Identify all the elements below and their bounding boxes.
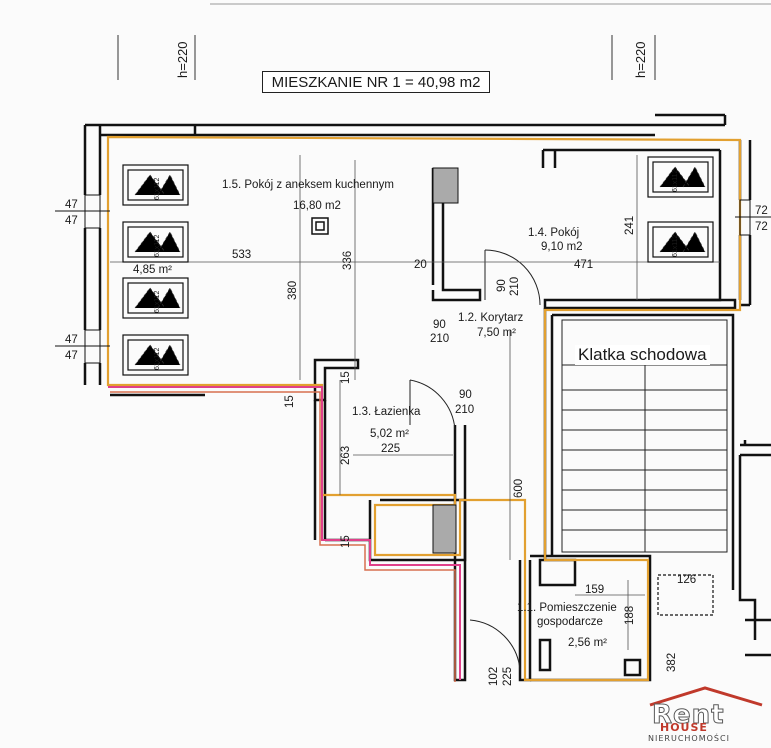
room-12-name: 1.2. Korytarz xyxy=(458,312,523,324)
dim-20: 20 xyxy=(414,259,427,271)
dim-47-a: 47 xyxy=(65,199,78,211)
room-15-name: 1.5. Pokój z aneksem kuchennym xyxy=(222,179,394,191)
dim-263: 263 xyxy=(340,446,352,465)
room-11-area: 2,56 m² xyxy=(568,637,607,649)
dim-336: 336 xyxy=(342,251,354,270)
dim-47-b: 47 xyxy=(65,215,78,227)
dim-15-b: 15 xyxy=(284,395,296,408)
dim-72-a: 72 xyxy=(755,205,768,217)
staircase-label: Klatka schodowa xyxy=(575,345,710,365)
window-label: 61x112 xyxy=(672,234,679,257)
room-11-name: 1.1. Pomieszczenie xyxy=(517,602,617,614)
dim-382: 382 xyxy=(666,653,678,672)
room-11-name2: gospodarcze xyxy=(537,616,603,628)
dim-210-b: 210 xyxy=(430,333,449,345)
window-label: 61x112 xyxy=(154,234,161,257)
dim-225-a: 225 xyxy=(381,443,400,455)
room-13-area: 5,02 m² xyxy=(370,428,409,440)
dim-15-a: 15 xyxy=(340,371,352,384)
window-label: 61x112 xyxy=(154,347,161,370)
dim-210-a: 210 xyxy=(509,277,521,296)
window-label: 61x112 xyxy=(154,290,161,313)
dim-225-b: 225 xyxy=(502,667,514,686)
dim-471: 471 xyxy=(574,259,593,271)
rent-house-logo: Rent HOUSE NIERUCHOMOŚCI xyxy=(648,690,768,745)
room-14-name: 1.4. Pokój xyxy=(528,227,579,239)
room-13-name: 1.3. Łazienka xyxy=(352,406,421,418)
dim-72-b: 72 xyxy=(755,221,768,233)
dim-159: 159 xyxy=(585,584,604,596)
dim-90-c: 90 xyxy=(459,389,472,401)
logo-sub-text: HOUSE xyxy=(660,721,708,734)
dim-47-d: 47 xyxy=(65,350,78,362)
dim-102: 102 xyxy=(488,667,500,686)
extra-area: 4,85 m² xyxy=(133,264,172,276)
dim-241: 241 xyxy=(624,216,636,235)
dim-15-c: 15 xyxy=(340,535,352,548)
apartment-title: MIESZKANIE NR 1 = 40,98 m2 xyxy=(262,71,490,93)
dim-533: 533 xyxy=(232,249,251,261)
dim-210-c: 210 xyxy=(455,404,474,416)
room-12-area: 7,50 m² xyxy=(477,327,516,339)
window-label: 61x112 xyxy=(672,169,679,192)
window-label: 61x112 xyxy=(154,177,161,200)
dim-188: 188 xyxy=(624,606,636,625)
logo-tagline: NIERUCHOMOŚCI xyxy=(648,734,730,743)
logo-main-text: Rent xyxy=(652,700,725,731)
height-label-left: h=220 xyxy=(175,41,190,78)
dim-90-b: 90 xyxy=(433,319,446,331)
dim-600: 600 xyxy=(513,479,525,498)
dim-90-a: 90 xyxy=(496,279,508,292)
dim-126: 126 xyxy=(677,574,696,586)
height-label-right: h=220 xyxy=(633,41,648,78)
room-14-area: 9,10 m2 xyxy=(541,241,583,253)
dim-380: 380 xyxy=(287,281,299,300)
dim-47-c: 47 xyxy=(65,334,78,346)
room-15-area: 16,80 m2 xyxy=(293,200,341,212)
